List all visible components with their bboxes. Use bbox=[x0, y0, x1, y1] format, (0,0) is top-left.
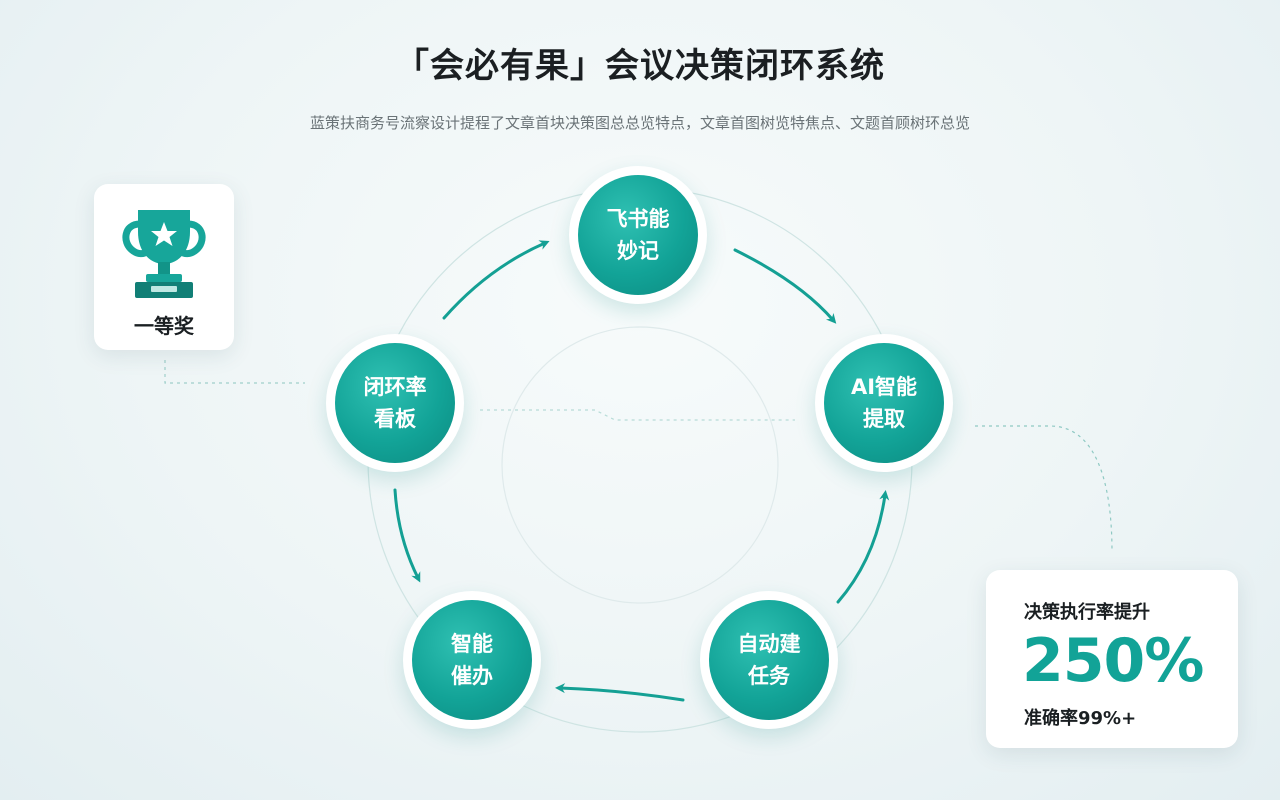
node-board-label-1: 闭环率 bbox=[363, 375, 427, 399]
arrow-task-to-ai bbox=[836, 490, 890, 604]
node-ai-extract: AI智能 提取 bbox=[815, 334, 953, 472]
node-remind-label-1: 智能 bbox=[451, 632, 493, 656]
page-subtitle: 蓝策扶商务号流察设计提程了文章首块决策图总总览特点，文章首图树览特焦点、文题首顾… bbox=[309, 114, 970, 132]
connector-award bbox=[164, 360, 305, 384]
stat-value: 250% bbox=[1022, 626, 1204, 696]
node-task-label-2: 任务 bbox=[748, 664, 790, 688]
node-smart-remind: 智能 催办 bbox=[403, 591, 541, 729]
node-ai-label-1: AI智能 bbox=[850, 375, 918, 399]
arrow-task-to-remind bbox=[555, 683, 685, 702]
node-feishu-minutes: 飞书能 妙记 bbox=[569, 166, 707, 304]
node-auto-task: 自动建 任务 bbox=[700, 591, 838, 729]
arrow-feishu-to-ai bbox=[733, 248, 837, 324]
connector-stats bbox=[975, 425, 1113, 553]
node-feishu-label-2: 妙记 bbox=[617, 239, 659, 263]
connector-center bbox=[480, 409, 795, 421]
stats-card: 决策执行率提升 250% 准确率99%+ bbox=[986, 570, 1238, 748]
stat-accuracy: 准确率99%+ bbox=[1024, 708, 1137, 729]
node-closure-board: 闭环率 看板 bbox=[326, 334, 464, 472]
arrow-board-to-feishu bbox=[442, 240, 550, 320]
node-task-label-1: 自动建 bbox=[737, 632, 801, 656]
node-feishu-label-1: 飞书能 bbox=[606, 207, 670, 231]
arrow-board-to-remind bbox=[393, 488, 421, 583]
node-ai-label-2: 提取 bbox=[863, 407, 905, 431]
node-remind-label-2: 催办 bbox=[451, 664, 493, 688]
node-board-label-2: 看板 bbox=[374, 407, 416, 431]
stat-label: 决策执行率提升 bbox=[1024, 602, 1150, 623]
award-card: 一等奖 bbox=[94, 184, 234, 350]
page-title: 「会必有果」会议决策闭环系统 bbox=[395, 46, 885, 86]
inner-ring bbox=[501, 326, 779, 604]
award-label: 一等奖 bbox=[134, 314, 194, 338]
trophy-icon bbox=[122, 210, 206, 298]
